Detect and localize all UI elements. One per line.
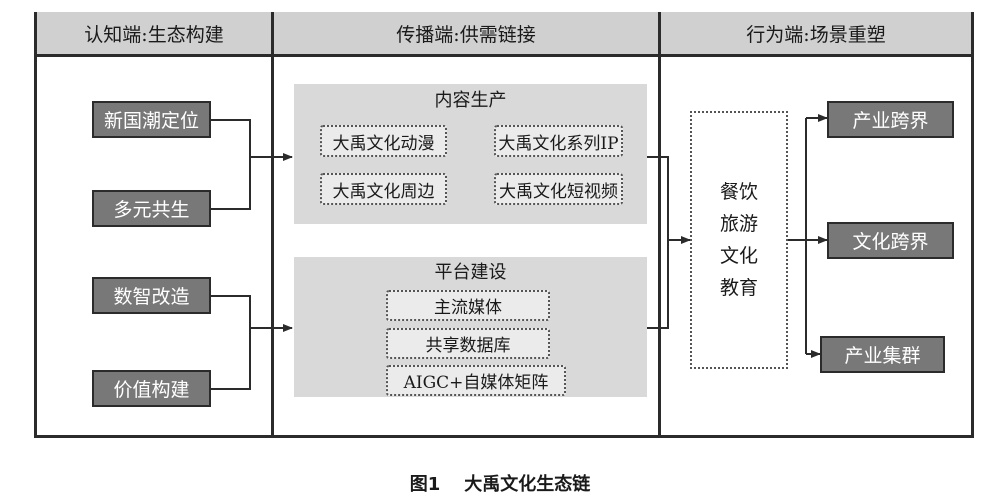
scene-catering: 餐饮 bbox=[719, 181, 758, 203]
figure-caption: 图1 大禹文化生态链 bbox=[0, 470, 1000, 496]
right-box-industry-cluster-label: 产业集群 bbox=[844, 345, 921, 367]
scene-text-4: 教育 bbox=[720, 272, 758, 304]
header-behavior-label: 行为端:场景重塑 bbox=[746, 23, 886, 46]
platform-item-aigc-label: AIGC+自媒体矩阵 bbox=[403, 373, 549, 393]
content-item-ip: 大禹文化系列IP bbox=[494, 125, 623, 157]
platform-item-mainstream: 主流媒体 bbox=[386, 290, 550, 321]
left-box-digital: 数智改造 bbox=[92, 277, 211, 314]
platform-title: 平台建设 bbox=[434, 262, 507, 283]
column-divider-2 bbox=[658, 12, 661, 438]
right-box-culture-crossover-label: 文化跨界 bbox=[852, 231, 929, 253]
scene-culture: 文化 bbox=[719, 245, 758, 267]
left-box-diversity-label: 多元共生 bbox=[113, 199, 190, 221]
left-box-diversity: 多元共生 bbox=[92, 190, 211, 227]
content-item-ip-label: 大禹文化系列IP bbox=[498, 133, 619, 154]
middle-bracket bbox=[647, 156, 669, 329]
content-item-merch: 大禹文化周边 bbox=[320, 173, 447, 205]
scenes-box: 餐饮 旅游 文化 教育 bbox=[690, 111, 788, 369]
right-box-industry-crossover-label: 产业跨界 bbox=[852, 110, 929, 132]
content-item-animation: 大禹文化动漫 bbox=[320, 125, 447, 157]
column-divider-1 bbox=[271, 12, 274, 438]
platform-item-database: 共享数据库 bbox=[386, 328, 550, 359]
content-item-short-video-label: 大禹文化短视频 bbox=[499, 181, 618, 202]
header-communication: 传播端:供需链接 bbox=[274, 12, 658, 57]
figure-title: 大禹文化生态链 bbox=[464, 474, 591, 495]
content-item-merch-label: 大禹文化周边 bbox=[332, 181, 435, 202]
left-bottom-bracket bbox=[211, 295, 251, 390]
figure-number: 图1 bbox=[409, 474, 441, 495]
platform-item-aigc: AIGC+自媒体矩阵 bbox=[386, 365, 566, 396]
left-box-new-trend-label: 新国潮定位 bbox=[103, 110, 199, 132]
right-box-industry-crossover: 产业跨界 bbox=[827, 101, 954, 138]
platform-item-mainstream-label: 主流媒体 bbox=[434, 298, 502, 318]
scene-text-1: 餐饮 bbox=[720, 176, 758, 208]
right-box-industry-cluster: 产业集群 bbox=[820, 336, 945, 373]
header-cognition-label: 认知端:生态构建 bbox=[84, 23, 224, 46]
header-cognition: 认知端:生态构建 bbox=[37, 12, 271, 57]
content-production-title: 内容生产 bbox=[434, 90, 507, 111]
header-behavior: 行为端:场景重塑 bbox=[661, 12, 971, 57]
left-box-digital-label: 数智改造 bbox=[113, 286, 190, 308]
scene-text-2: 旅游 bbox=[720, 208, 758, 240]
content-item-short-video: 大禹文化短视频 bbox=[494, 173, 623, 205]
left-top-bracket bbox=[211, 119, 251, 210]
left-box-value: 价值构建 bbox=[92, 370, 211, 407]
header-communication-label: 传播端:供需链接 bbox=[396, 23, 536, 46]
content-item-animation-label: 大禹文化动漫 bbox=[332, 133, 435, 154]
scene-education: 教育 bbox=[719, 277, 758, 299]
scene-text-3: 文化 bbox=[720, 240, 758, 272]
left-box-value-label: 价值构建 bbox=[113, 379, 190, 401]
left-box-new-trend: 新国潮定位 bbox=[92, 101, 211, 138]
right-box-culture-crossover: 文化跨界 bbox=[827, 222, 954, 259]
platform-item-database-label: 共享数据库 bbox=[425, 336, 511, 356]
scene-tourism: 旅游 bbox=[719, 213, 758, 235]
